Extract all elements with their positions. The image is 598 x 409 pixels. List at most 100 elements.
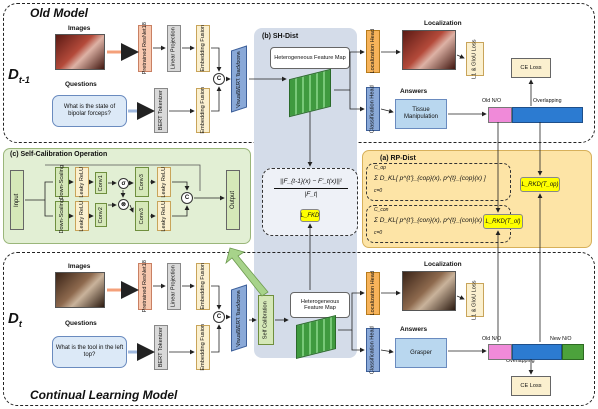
self-cal-title: (c) Self-Calibration Operation (10, 151, 108, 158)
timestep-sub-bottom: t (18, 319, 22, 329)
answer-top: Tissue Manipulation (395, 99, 447, 129)
sc-input-split (25, 181, 53, 217)
leaky-relu-2: Leaky ReLU (75, 201, 89, 231)
arrow-fmap-loc-bottom (338, 290, 365, 331)
arrow-emb-concat-top1 (211, 47, 222, 72)
rp-eq2-bot: c=0 (374, 230, 383, 236)
questions-label-bottom: Questions (65, 320, 97, 327)
arrow-cls-ans-bottom (380, 348, 394, 354)
old-no-label-top: Old N/O (482, 98, 502, 104)
self-cal-concat: C (181, 192, 193, 204)
feature-map-top-box: Heterogeneous Feature Map (270, 47, 350, 69)
lrkd-ol-box: L_RKD(T_ol) (483, 214, 523, 229)
loc-head-bottom: Localization Head (366, 271, 380, 316)
concat-bottom: C (213, 311, 225, 323)
timestep-d-bottom: D (8, 310, 19, 327)
images-label-bottom: Images (68, 263, 91, 270)
old-model-timestep: Dt-1 (8, 66, 30, 85)
old-model-title: Old Model (30, 6, 88, 20)
timestep-d: D (8, 66, 19, 83)
bar-overlap-top (512, 107, 583, 123)
questions-label-top: Questions (65, 81, 97, 88)
leaky-relu-1: Leaky ReLU (75, 167, 89, 197)
bar-old-no-bottom (488, 344, 512, 360)
multiply-node: ⊗ (118, 199, 129, 210)
answers-label-bottom: Answers (400, 326, 428, 333)
surgical-image-bottom (55, 272, 105, 308)
arrow-fmap-cls-bottom (351, 330, 365, 353)
leaky-relu-3: Leaky ReLU (157, 167, 171, 197)
rp-eq2-top: C_con (374, 207, 389, 213)
feature-map-bottom-box: Heterogeneous Feature Map (290, 292, 350, 318)
timestep-sub: t-1 (18, 75, 30, 85)
localization-label-bottom: Localization (424, 261, 462, 268)
arrow-emb-concat-bottom2 (211, 324, 222, 353)
sc-l4-cat (172, 205, 190, 217)
answers-label-top: Answers (400, 88, 428, 95)
surgical-image-top (55, 34, 105, 70)
localization-image-top (402, 30, 456, 70)
localization-image-bottom (402, 271, 456, 311)
feature-map-top-label: Heterogeneous Feature Map (274, 54, 346, 61)
sigma-node: σ (118, 178, 129, 189)
emb-fusion-bottom-1: Embedding Fusion (196, 263, 210, 310)
arrow-fmap-loc-top (334, 49, 365, 91)
conv3-box-b: Conv3 (135, 201, 149, 231)
sh-dist-title: (b) SH-Dist (262, 33, 299, 40)
rp-eq2: Σ D_KL[ p^{t'}_{con}(x), p^{t}_{con}(x) … (374, 217, 486, 224)
rp-dist-panel (362, 150, 592, 248)
arrow-fmap-cls-top (349, 90, 365, 112)
localization-label-top: Localization (424, 20, 462, 27)
linear-proj-top: Linear Projection (167, 25, 181, 72)
sc-mul-c3b (129, 204, 134, 213)
arrow-img-loss-bottom (456, 295, 465, 300)
l1-loss-bottom: L1 & GIoU Loss (466, 280, 484, 320)
rp-eq1: Σ D_KL[ p^{t'}_{cop}(x), p^{t}_{cop}(x) … (374, 175, 486, 182)
sc-l3-cat (172, 181, 190, 191)
loc-head-top: Localization Head (366, 29, 380, 74)
conv2-box: Conv2 (95, 203, 107, 227)
cl-model-frame (3, 252, 595, 406)
output-bar-bottom (488, 344, 584, 360)
rp-eq1-top: C_op (374, 165, 386, 171)
rp-dist-title: (a) RP-Dist (380, 155, 416, 162)
self-cal-panel (3, 148, 251, 244)
overlapping-label-bottom: Overlapping (506, 358, 535, 364)
new-no-label-bottom: New N/O (550, 336, 572, 342)
arrow-img-loss-top (456, 54, 465, 59)
overlapping-label-top: Overlapping (533, 98, 562, 104)
l1-loss-top: L1 & GIoU Loss (466, 39, 484, 79)
question-top: What is the state of bipolar forceps? (52, 95, 127, 127)
cls-head-top: Classification Head (366, 85, 380, 133)
sh-formula-num: ||F_{t-1}(x) − F'_t(x)||² (280, 178, 342, 185)
self-calibration-box: Self Calibration (258, 295, 274, 345)
down-scaling-1: Down-Scaling (55, 165, 69, 199)
big-green-arrow (225, 247, 269, 297)
arrow-emb-concat-bottom1 (211, 285, 222, 310)
conv3-box-a: Conv3 (135, 167, 149, 197)
bar-overlap-bottom (512, 344, 562, 360)
emb-fusion-top-1: Embedding Fusion (196, 25, 210, 72)
old-no-label-bottom: Old N/O (482, 336, 502, 342)
arrow-cls-ans-top (380, 108, 394, 114)
emb-fusion-top-2: Embedding Fusion (196, 87, 210, 134)
concat-top: C (213, 73, 225, 85)
sh-loss-box: L_FKD (300, 209, 320, 222)
lrkd-op-box: L_RKD(T_op) (520, 177, 560, 192)
sc-skip-top (45, 164, 201, 191)
conv1-box: Conv1 (95, 172, 107, 194)
linear-proj-bottom: Linear Projection (167, 263, 181, 310)
question-bottom: What is the tool in the left top? (52, 336, 127, 368)
sh-formula-line (274, 188, 348, 189)
cl-model-title: Continual Learning Model (30, 388, 178, 402)
rp-eq1-box (366, 163, 511, 201)
rp-eq1-bot: c=0 (374, 188, 383, 194)
ce-loss-bottom: CE Loss (511, 376, 551, 396)
bar-old-no-top (488, 107, 512, 123)
images-label-top: Images (68, 25, 91, 32)
sh-formula-den: |F_t| (304, 191, 318, 198)
arrow-emb-concat-top2 (211, 86, 222, 112)
emb-fusion-bottom-2: Embedding Fusion (196, 324, 210, 371)
leaky-relu-4: Leaky ReLU (157, 201, 171, 231)
